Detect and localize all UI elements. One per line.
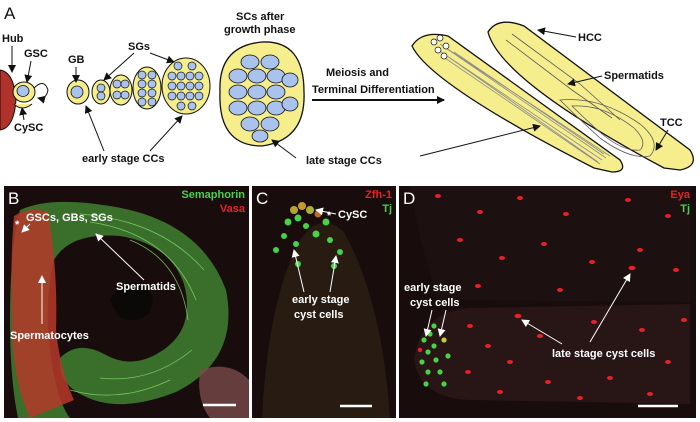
sgs-label: SGs: [128, 41, 150, 53]
panel-b-spermatids-label: Spermatids: [116, 281, 176, 293]
gb-label: GB: [68, 54, 85, 66]
gsc-arrow: [24, 60, 33, 83]
panel-b-stain-vasa: Vasa: [220, 203, 246, 215]
sg-cyst-2: [91, 79, 111, 105]
panel-a: A Hub GSC CySC GB: [0, 4, 694, 173]
panel-d-early-label-1: early stage: [404, 282, 461, 294]
panel-d: D Eya Tj early stage cyst cells late sta…: [399, 186, 696, 418]
spermatocyte-cyst: [219, 41, 305, 147]
panel-d-late-label: late stage cyst cells: [552, 348, 655, 360]
early-ccs-arrow-1: [84, 105, 105, 152]
panel-c-early-arrow-1: [291, 249, 305, 293]
panel-c-stain-zfh1: Zfh-1: [365, 189, 392, 201]
panel-d-late-cells: [435, 194, 687, 400]
panel-d-early-cells: [417, 323, 451, 387]
meiosis-label-1: Meiosis and: [326, 67, 389, 79]
panel-d-stain-eya: Eya: [670, 189, 690, 201]
panel-b-letter: B: [8, 189, 19, 208]
elongated-cyst-bundle: [411, 33, 624, 173]
panel-b-spermatids-arrow: [95, 233, 145, 281]
late-ccs-arrow-right: [419, 123, 541, 157]
panel-c-cysc-arrow: [315, 207, 337, 216]
panel-d-tissue-lower: [414, 304, 690, 404]
panel-b-asterisk: *: [15, 219, 20, 231]
spermatids-a-arrow: [567, 75, 603, 87]
tcc-label: TCC: [660, 117, 683, 129]
panel-c-early-label-1: early stage: [292, 294, 349, 306]
panel-c-asterisk: *: [327, 210, 332, 222]
gsc-cell: [16, 85, 30, 97]
panel-c-letter: C: [256, 189, 268, 208]
elongated-cyst-coiled: [487, 21, 694, 171]
meiosis-label-2: Terminal Differentiation: [312, 84, 435, 96]
panel-b-gsc-arrow: [21, 223, 31, 233]
sg-cyst-4: [109, 74, 133, 106]
tcc-arrow: [655, 129, 669, 151]
panel-d-early-label-2: cyst cells: [410, 297, 460, 309]
cysc-cell: [13, 103, 33, 109]
cysc-arrow: [19, 107, 28, 121]
panel-b-stain-semaphorin: Semaphorin: [181, 189, 245, 201]
late-ccs-arrow-left: [271, 139, 297, 159]
division-arrow: [33, 83, 49, 104]
spermatids-a-label: Spermatids: [604, 70, 664, 82]
panel-b-gsc-label: GSCs, GBs, SGs: [26, 212, 113, 224]
gsc-label: GSC: [24, 48, 48, 60]
sgs-arrow-1: [103, 52, 135, 81]
panel-d-early-arrow-2: [437, 309, 447, 337]
hub-label: Hub: [2, 33, 24, 45]
panel-c-cysc-label: CySC: [338, 209, 367, 221]
late-ccs-label: late stage CCs: [306, 155, 382, 167]
panel-a-letter: A: [4, 4, 16, 23]
hcc-arrow: [537, 27, 577, 38]
sg-cyst-16: [161, 57, 211, 115]
after-growth-label-1: SCs after: [236, 11, 285, 23]
panel-d-stain-tj: Tj: [680, 203, 690, 215]
panel-c-early-label-2: cyst cells: [294, 309, 344, 321]
panel-d-early-arrow-1: [423, 309, 433, 337]
panel-c-stain-tj: Tj: [382, 203, 392, 215]
gb-cell: [70, 85, 84, 99]
panel-b: B Semaphorin Vasa * GSCs, GBs, SGs Sperm…: [4, 186, 249, 418]
hcc-label: HCC: [578, 32, 602, 44]
sg-cyst-8: [132, 66, 162, 110]
sgs-arrow-2: [149, 52, 175, 64]
panel-b-spermatocytes-label: Spermatocytes: [10, 330, 89, 342]
panel-c-tissue: [262, 222, 390, 418]
panel-c-early-arrow-2: [329, 255, 339, 293]
early-ccs-arrow-2: [149, 115, 183, 152]
cysc-label: CySC: [14, 122, 43, 134]
hub-shape: [0, 69, 17, 131]
panel-c: C Zfh-1 Tj * CySC early stage cyst cells: [252, 186, 396, 418]
panel-d-letter: D: [403, 189, 415, 208]
panel-d-late-arrow-2: [589, 273, 631, 343]
panel-d-late-arrow-1: [521, 319, 563, 345]
early-ccs-label: early stage CCs: [82, 153, 165, 165]
panel-d-tissue-upper: [410, 186, 690, 302]
after-growth-label-2: growth phase: [224, 24, 296, 36]
